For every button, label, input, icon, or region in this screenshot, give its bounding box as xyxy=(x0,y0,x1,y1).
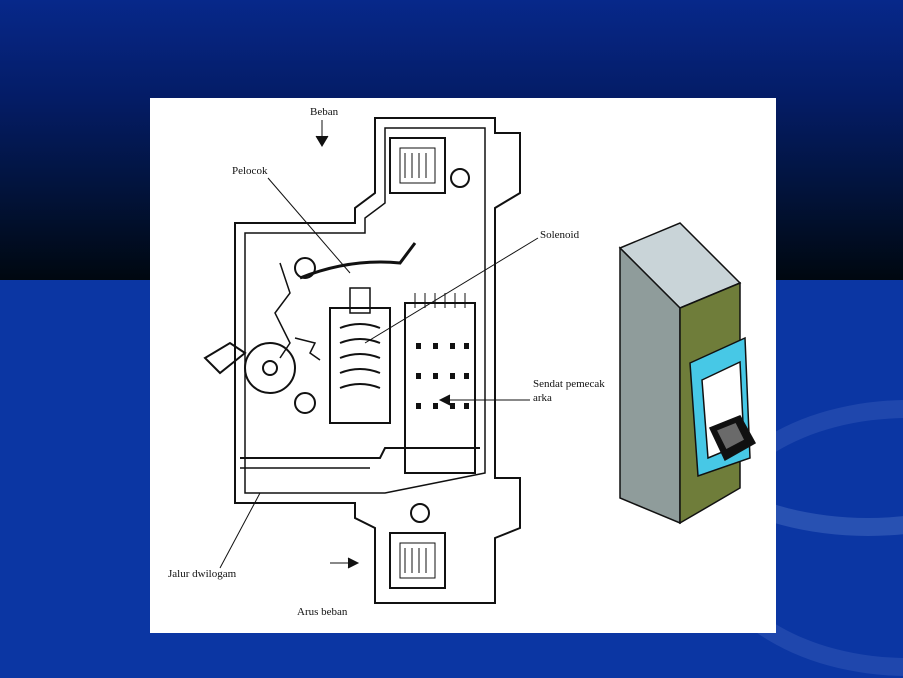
cross-section-drawing xyxy=(203,117,539,604)
solenoid-coil xyxy=(329,307,391,424)
bottom-screw xyxy=(399,542,436,579)
top-terminal xyxy=(389,137,446,194)
arc-chute xyxy=(404,302,476,474)
label-pelocok: Pelocok xyxy=(232,165,268,177)
arc-chute-dots xyxy=(416,343,469,409)
top-screw xyxy=(399,147,436,184)
label-beban: Beban xyxy=(310,106,339,118)
label-sendat-line2: arka xyxy=(533,392,552,404)
circuit-breaker-diagram xyxy=(203,117,757,604)
label-sendat-line1: Sendat pemecak xyxy=(533,378,605,390)
label-jalur-dwilogam: Jalur dwilogam xyxy=(168,568,237,580)
housing-inner xyxy=(244,127,486,494)
toggle-lever xyxy=(203,341,247,375)
label-arus-beban: Arus beban xyxy=(297,606,348,618)
spring xyxy=(274,262,291,359)
housing-outline xyxy=(234,117,521,604)
label-solenoid: Solenoid xyxy=(540,229,580,241)
latch-wheel xyxy=(244,342,296,394)
diagram-panel: Beban Pelocok Solenoid Sendat pemecak ar… xyxy=(150,98,776,633)
bimetal-strip xyxy=(240,447,480,459)
bottom-terminal xyxy=(389,532,446,589)
trigger-link xyxy=(299,242,417,280)
breaker-3d-illustration xyxy=(618,222,757,525)
